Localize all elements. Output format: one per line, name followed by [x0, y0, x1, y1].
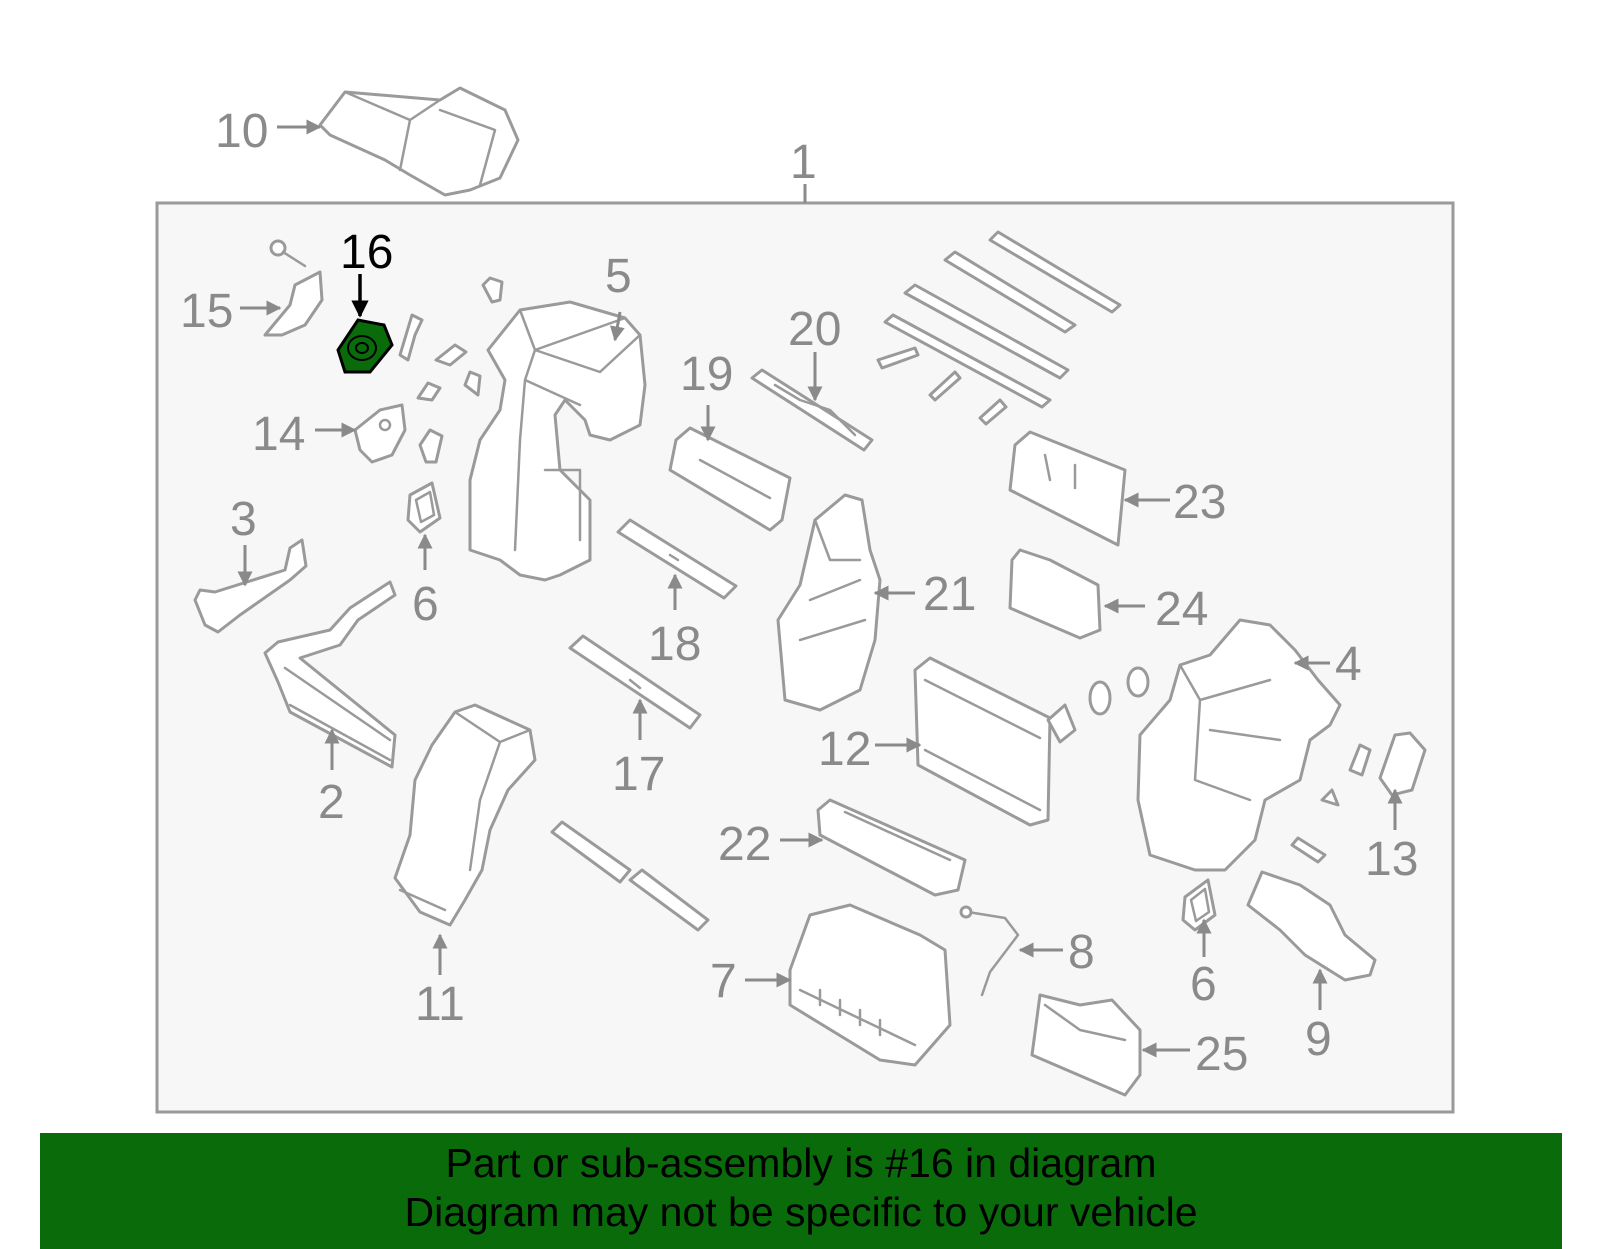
callout-12: 12: [818, 723, 871, 776]
callout-22: 22: [718, 818, 771, 871]
part-23-cover[interactable]: [1008, 430, 1127, 547]
seal-kit: [876, 230, 1122, 426]
small-fittings: [398, 276, 504, 464]
callout-5: 5: [605, 250, 632, 303]
part-5-case[interactable]: [468, 300, 647, 582]
part-6-seal-left[interactable]: [406, 481, 442, 534]
callout-23: 23: [1173, 476, 1226, 529]
callout-11: 11: [415, 978, 465, 1031]
part-20-seal[interactable]: [750, 368, 874, 452]
part-13-bracket[interactable]: [1320, 731, 1427, 807]
part-15-bracket[interactable]: [263, 239, 324, 337]
part-19-filter[interactable]: [668, 426, 792, 532]
callout-19: 19: [680, 348, 733, 401]
callout-16[interactable]: 16: [340, 226, 393, 279]
callout-20: 20: [788, 303, 841, 356]
callout-25: 25: [1195, 1028, 1248, 1081]
part-12-evaporator[interactable]: [913, 656, 1077, 827]
part-9-duct[interactable]: [1246, 870, 1377, 982]
doors-lower: [550, 820, 710, 932]
callout-13: 13: [1365, 833, 1418, 886]
callout-1: 1: [790, 136, 817, 189]
callout-8: 8: [1068, 926, 1095, 979]
part-7-case-lower[interactable]: [788, 903, 952, 1067]
callout-17: 17: [612, 748, 665, 801]
callout-9: 9: [1305, 1013, 1332, 1066]
part-18-door[interactable]: [616, 518, 738, 600]
banner-line-1: Part or sub-assembly is #16 in diagram: [445, 1140, 1157, 1186]
callout-18: 18: [648, 618, 701, 671]
info-banner: Part or sub-assembly is #16 in diagram D…: [40, 1133, 1562, 1249]
callout-7: 7: [710, 955, 737, 1008]
small-clip-right: [1290, 836, 1327, 864]
part-4-housing[interactable]: [1136, 618, 1342, 872]
callout-2: 2: [318, 776, 345, 829]
callout-14: 14: [252, 408, 305, 461]
callout-3: 3: [230, 493, 257, 546]
callout-10: 10: [215, 105, 268, 158]
part-11-duct[interactable]: [393, 703, 537, 927]
part-24-cover[interactable]: [1008, 548, 1102, 640]
callout-24: 24: [1155, 583, 1208, 636]
part-14-bracket[interactable]: [353, 403, 407, 464]
part-2-heater-core[interactable]: [263, 580, 397, 769]
callout-4: 4: [1335, 638, 1362, 691]
o-rings: [1088, 666, 1150, 716]
part-25-cover[interactable]: [1030, 993, 1142, 1097]
callout-15: 15: [180, 285, 233, 338]
part-21-housing[interactable]: [776, 493, 882, 712]
callout-21: 21: [923, 568, 976, 621]
banner-line-2: Diagram may not be specific to your vehi…: [404, 1189, 1198, 1235]
part-17-door[interactable]: [568, 634, 702, 730]
part-10-duct[interactable]: [318, 86, 520, 197]
callout-6-right: 6: [1190, 958, 1217, 1011]
part-16-highlighted[interactable]: [336, 318, 394, 374]
part-8-hose[interactable]: [959, 905, 1020, 997]
callout-6-left: 6: [412, 578, 439, 631]
